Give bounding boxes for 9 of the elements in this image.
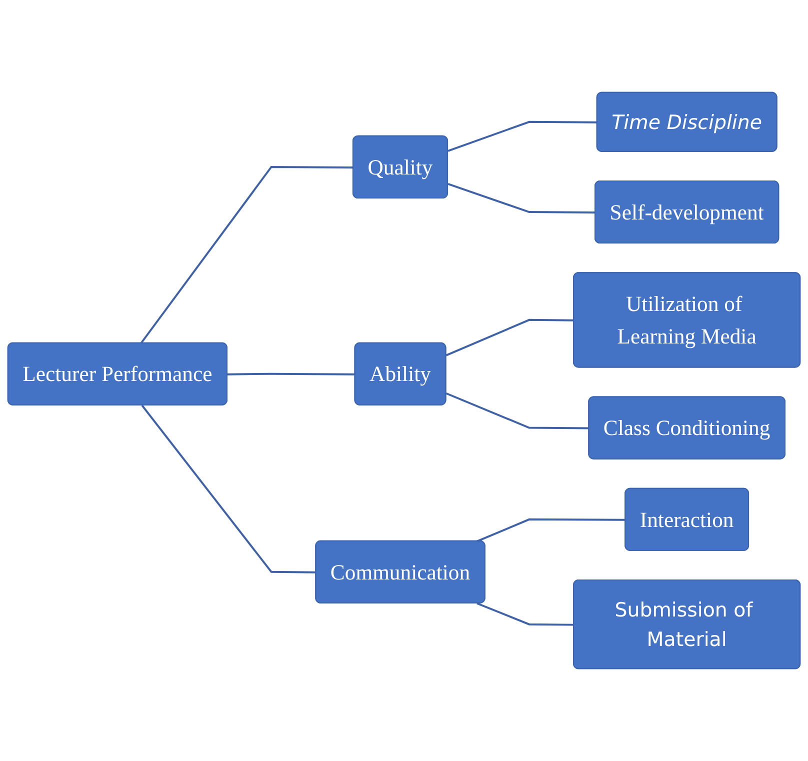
connector: [446, 318, 574, 356]
connector: [227, 372, 356, 376]
connector: [141, 404, 316, 574]
connector: [140, 166, 354, 344]
connector: [476, 602, 574, 626]
connector: [448, 120, 598, 152]
connector: [476, 518, 626, 542]
connector: [448, 183, 596, 214]
connector: [446, 392, 590, 430]
